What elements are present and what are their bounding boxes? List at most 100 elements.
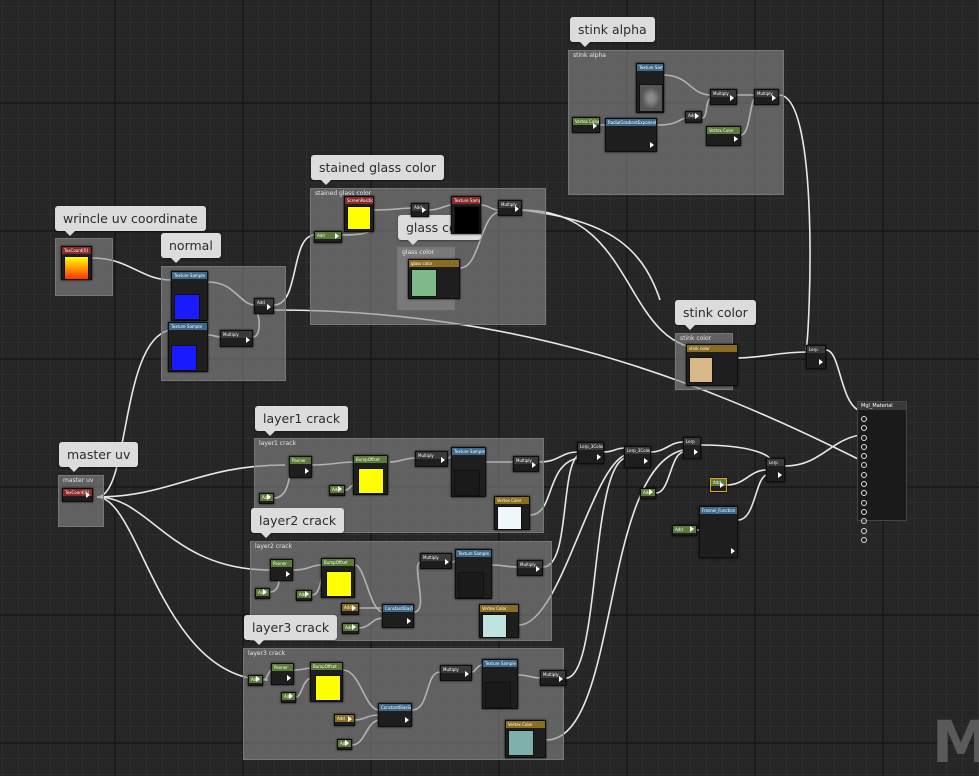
node-lerp[interactable]: Lerp [766,458,785,482]
node-title: stink color [687,345,737,352]
bubble-stained-glass-color[interactable]: stained glass color [311,155,444,185]
node-lerp[interactable]: Lerp [683,437,701,459]
node-vertex-color[interactable]: Vertex Color [572,117,600,133]
node-constant-selected[interactable]: Add [710,478,727,492]
node-constant[interactable]: Add [672,525,697,536]
node-texcoord[interactable]: TexCoord[0] [62,488,93,502]
node-constant[interactable]: Add [255,588,270,599]
node-texture-sample[interactable]: Texture Sample [451,196,481,234]
node-panner[interactable]: Panner [271,663,294,685]
node-crack-color[interactable]: Vertex Color [505,720,546,758]
node-multiply[interactable]: Multiply [420,553,452,569]
node-title: Multiply [499,201,521,208]
node-multiply[interactable]: Multiply [415,451,448,467]
node-fresnel[interactable]: Fresnel_Function [699,506,738,558]
node-title: Vertex Color [573,118,599,125]
node-screen-position[interactable]: ScreenPosition [344,196,374,232]
uv-preview [64,256,89,280]
node-constant[interactable]: Add [337,739,352,750]
node-lerp[interactable]: Lerp [806,345,826,369]
material-input-pins[interactable] [861,416,867,546]
node-multiply[interactable]: Multiply [754,89,779,105]
node-texture-sample[interactable]: Texture Sample [482,659,518,709]
material-output-node[interactable]: Mgl_Material [857,401,907,543]
node-multiply[interactable]: Multiply [220,330,253,347]
node-title: Mgl_Material [858,402,906,410]
node-title: glass color [409,260,459,267]
node-title: Add [260,494,273,501]
node-multiply[interactable]: Multiply [710,89,737,105]
node-texture-sample[interactable]: Texture Sample [636,63,664,113]
node-texture-sample[interactable]: Texture Sample [168,322,208,372]
color-preview [347,206,371,230]
comment-caption: layer3 crack [248,650,285,657]
node-texture-sample[interactable]: Texture Sample [451,447,486,497]
color-preview [315,675,341,701]
node-texture-sample[interactable]: Texture Sample [171,271,208,321]
node-add[interactable]: Add [685,111,702,123]
node-panner[interactable]: Panner [289,456,312,478]
node-lerp-3color[interactable]: Lerp_3Color [577,442,604,464]
node-add[interactable]: Add [411,203,429,217]
node-constant-bias-scale[interactable]: ConstantBiasScale [378,703,412,727]
bubble-normal[interactable]: normal [161,233,221,263]
comment-caption: master uv [63,477,94,484]
node-title: Add [338,740,351,747]
texture-preview [639,84,663,112]
node-title: Lerp [684,438,700,445]
node-crack-color[interactable]: Vertex Color [494,496,530,530]
node-title: Lerp [807,346,825,353]
bubble-layer3-crack[interactable]: layer3 crack [244,615,338,645]
bubble-layer2-crack[interactable]: layer2 crack [251,508,345,538]
bubble-stink-color[interactable]: stink color [675,300,756,330]
node-multiply[interactable]: Multiply [513,456,539,472]
node-stink-visibility[interactable]: Vertex Color [706,126,741,146]
bubble-wrincle-uv[interactable]: wrincle uv coordinate [55,206,206,236]
node-add[interactable]: Add [314,231,342,243]
node-texture-sample[interactable]: Texture Sample [455,549,492,599]
node-bump-offset[interactable]: BumpOffset [321,558,355,598]
node-title: Add [335,715,354,722]
node-constant2[interactable]: Add [341,603,359,615]
node-stink-color-param[interactable]: stink color [686,344,738,386]
node-title: Panner [290,457,311,464]
node-title: Multiply [221,331,252,338]
node-constant[interactable]: Add [281,692,296,703]
node-panner[interactable]: Panner [270,559,293,581]
node-constant[interactable]: Add [640,488,656,499]
node-bump-offset[interactable]: BumpOffset [310,662,343,702]
bubble-layer1-crack[interactable]: layer1 crack [255,406,349,436]
node-constant[interactable]: Add [296,590,312,601]
node-constant-bias-scale[interactable]: ConstantBiasScale [382,604,414,628]
node-add[interactable]: Add [254,298,274,314]
node-multiply[interactable]: Multiply [498,200,522,216]
bubble-stink-alpha[interactable]: stink alpha [570,17,655,47]
node-title: Add [412,204,428,211]
texture-preview [174,294,200,320]
node-title: RadialGradientExponential [606,119,656,126]
texture-preview [485,682,511,708]
node-title: Lerp [767,459,784,466]
node-bump-offset[interactable]: BumpOffset [353,455,388,495]
node-title: Add [343,624,358,631]
node-radial-gradient[interactable]: RadialGradientExponential [605,118,657,152]
node-texcoord[interactable]: TexCoord[0] [61,246,92,280]
node-constant[interactable]: Add [342,623,359,634]
bubble-master-uv[interactable]: master uv [59,442,139,472]
node-title: ConstantBiasScale [379,704,411,711]
node-lerp-3color[interactable]: Lerp_3Color [624,446,651,468]
node-title: Vertex Color [480,605,518,612]
node-constant[interactable]: Add [248,675,263,686]
node-glass-color-param[interactable]: glass color [408,259,460,299]
node-multiply[interactable]: Multiply [440,665,472,681]
node-constant[interactable]: Add [259,493,274,504]
node-constant2[interactable]: Add [334,714,355,726]
color-preview [497,506,522,530]
node-multiply[interactable]: Multiply [540,670,566,686]
color-preview [508,730,534,756]
node-multiply[interactable]: Multiply [517,560,543,576]
node-constant[interactable]: Add [329,485,345,496]
node-title: Lerp_3Color [625,447,650,454]
comment-caption: stink alpha [573,52,606,59]
node-crack-color[interactable]: Vertex Color [479,604,519,638]
